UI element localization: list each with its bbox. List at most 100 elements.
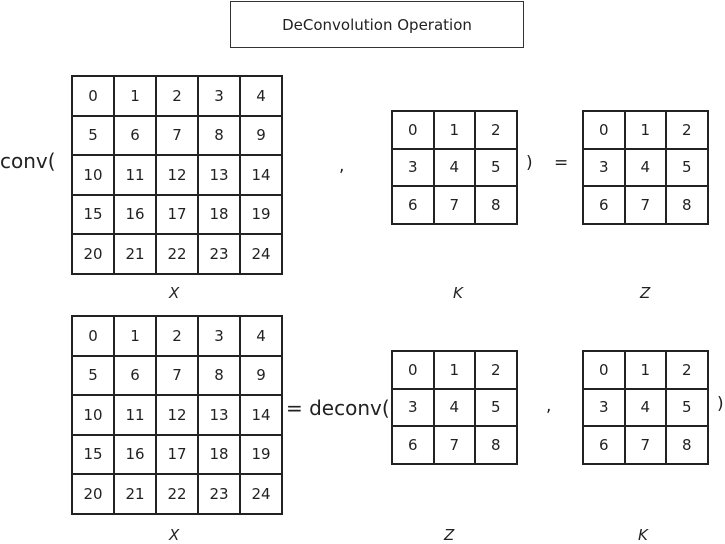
matrix-cell: 10 bbox=[72, 155, 114, 195]
matrix-cell: 8 bbox=[198, 115, 240, 155]
matrix-cell: 9 bbox=[240, 115, 282, 155]
matrix-cell: 2 bbox=[156, 76, 198, 116]
matrix-cell: 0 bbox=[583, 351, 625, 389]
matrix-cell: 20 bbox=[72, 474, 114, 514]
matrix-cell: 6 bbox=[114, 355, 156, 395]
matrix-cell: 7 bbox=[156, 115, 198, 155]
matrix-cell: 18 bbox=[198, 434, 240, 474]
matrix-cell: 16 bbox=[114, 194, 156, 234]
close-paren-top: ) bbox=[526, 153, 533, 173]
close-paren-bottom: ) bbox=[717, 394, 724, 414]
matrix-cell: 1 bbox=[433, 111, 475, 149]
matrix-cell: 8 bbox=[666, 426, 708, 464]
matrix-cell: 11 bbox=[114, 395, 156, 435]
matrix-cell: 14 bbox=[240, 155, 282, 195]
matrix-cell: 0 bbox=[583, 111, 625, 149]
matrix-cell: 5 bbox=[72, 115, 114, 155]
matrix-cell: 7 bbox=[624, 186, 666, 224]
matrix-cell: 21 bbox=[114, 474, 156, 514]
matrix-cell: 8 bbox=[198, 355, 240, 395]
matrix-cell: 5 bbox=[72, 355, 114, 395]
matrix-cell: 18 bbox=[198, 194, 240, 234]
matrix-cell: 24 bbox=[240, 474, 282, 514]
matrix-cell: 3 bbox=[198, 76, 240, 116]
matrix-cell: 8 bbox=[666, 186, 708, 224]
label-z-bottom: Z bbox=[444, 526, 455, 544]
matrix-cell: 0 bbox=[392, 111, 434, 149]
matrix-cell: 24 bbox=[240, 234, 282, 274]
matrix-cell: 4 bbox=[624, 148, 666, 186]
matrix-cell: 4 bbox=[240, 316, 282, 356]
matrix-cell: 13 bbox=[198, 155, 240, 195]
matrix-cell: 19 bbox=[240, 434, 282, 474]
matrix-cell: 13 bbox=[198, 395, 240, 435]
matrix-cell: 4 bbox=[240, 76, 282, 116]
matrix-cell: 5 bbox=[475, 148, 517, 186]
matrix-cell: 1 bbox=[114, 316, 156, 356]
matrix-cell: 6 bbox=[583, 186, 625, 224]
matrix-cell: 8 bbox=[475, 186, 517, 224]
matrix-cell: 2 bbox=[475, 351, 517, 389]
matrix-cell: 1 bbox=[624, 351, 666, 389]
matrix-cell: 5 bbox=[666, 388, 708, 426]
matrix-cell: 1 bbox=[624, 111, 666, 149]
matrix-cell: 22 bbox=[156, 234, 198, 274]
matrix-cell: 4 bbox=[624, 388, 666, 426]
matrix-cell: 15 bbox=[72, 434, 114, 474]
label-z-top: Z bbox=[640, 284, 651, 302]
matrix-cell: 16 bbox=[114, 434, 156, 474]
matrix-cell: 5 bbox=[666, 148, 708, 186]
matrix-cell: 1 bbox=[433, 351, 475, 389]
matrix-cell: 14 bbox=[240, 395, 282, 435]
label-x-top: X bbox=[169, 284, 180, 302]
matrix-cell: 12 bbox=[156, 395, 198, 435]
matrix-cell: 9 bbox=[240, 355, 282, 395]
matrix-cell: 23 bbox=[198, 234, 240, 274]
matrix-cell: 3 bbox=[583, 148, 625, 186]
matrix-cell: 2 bbox=[666, 111, 708, 149]
matrix-cell: 7 bbox=[433, 426, 475, 464]
matrix-cell: 8 bbox=[475, 426, 517, 464]
matrix-cell: 6 bbox=[114, 115, 156, 155]
matrix-cell: 3 bbox=[392, 148, 434, 186]
matrix-cell: 6 bbox=[392, 186, 434, 224]
matrix-cell: 6 bbox=[583, 426, 625, 464]
equals-deconv-label: = deconv( bbox=[286, 396, 390, 420]
matrix-cell: 0 bbox=[72, 76, 114, 116]
diagram-title: DeConvolution Operation bbox=[230, 1, 524, 48]
conv-open-label: conv( bbox=[0, 149, 56, 173]
matrix-cell: 11 bbox=[114, 155, 156, 195]
matrix-cell: 20 bbox=[72, 234, 114, 274]
equals-top: = bbox=[554, 153, 569, 173]
label-x-bottom: X bbox=[169, 526, 180, 544]
matrix-cell: 7 bbox=[433, 186, 475, 224]
matrix-cell: 7 bbox=[624, 426, 666, 464]
matrix-cell: 22 bbox=[156, 474, 198, 514]
matrix-cell: 3 bbox=[198, 316, 240, 356]
matrix-cell: 3 bbox=[392, 388, 434, 426]
matrix-cell: 21 bbox=[114, 234, 156, 274]
matrix-cell: 0 bbox=[72, 316, 114, 356]
matrix-cell: 19 bbox=[240, 194, 282, 234]
matrix-cell: 1 bbox=[114, 76, 156, 116]
matrix-cell: 17 bbox=[156, 194, 198, 234]
comma-bottom: , bbox=[546, 396, 552, 416]
matrix-cell: 12 bbox=[156, 155, 198, 195]
matrix-cell: 3 bbox=[583, 388, 625, 426]
matrix-cell: 7 bbox=[156, 355, 198, 395]
matrix-cell: 4 bbox=[433, 148, 475, 186]
matrix-cell: 4 bbox=[433, 388, 475, 426]
matrix-cell: 15 bbox=[72, 194, 114, 234]
label-k-bottom: K bbox=[638, 526, 648, 544]
comma-top: , bbox=[339, 156, 345, 176]
matrix-cell: 2 bbox=[156, 316, 198, 356]
matrix-cell: 0 bbox=[392, 351, 434, 389]
matrix-cell: 23 bbox=[198, 474, 240, 514]
matrix-cell: 17 bbox=[156, 434, 198, 474]
